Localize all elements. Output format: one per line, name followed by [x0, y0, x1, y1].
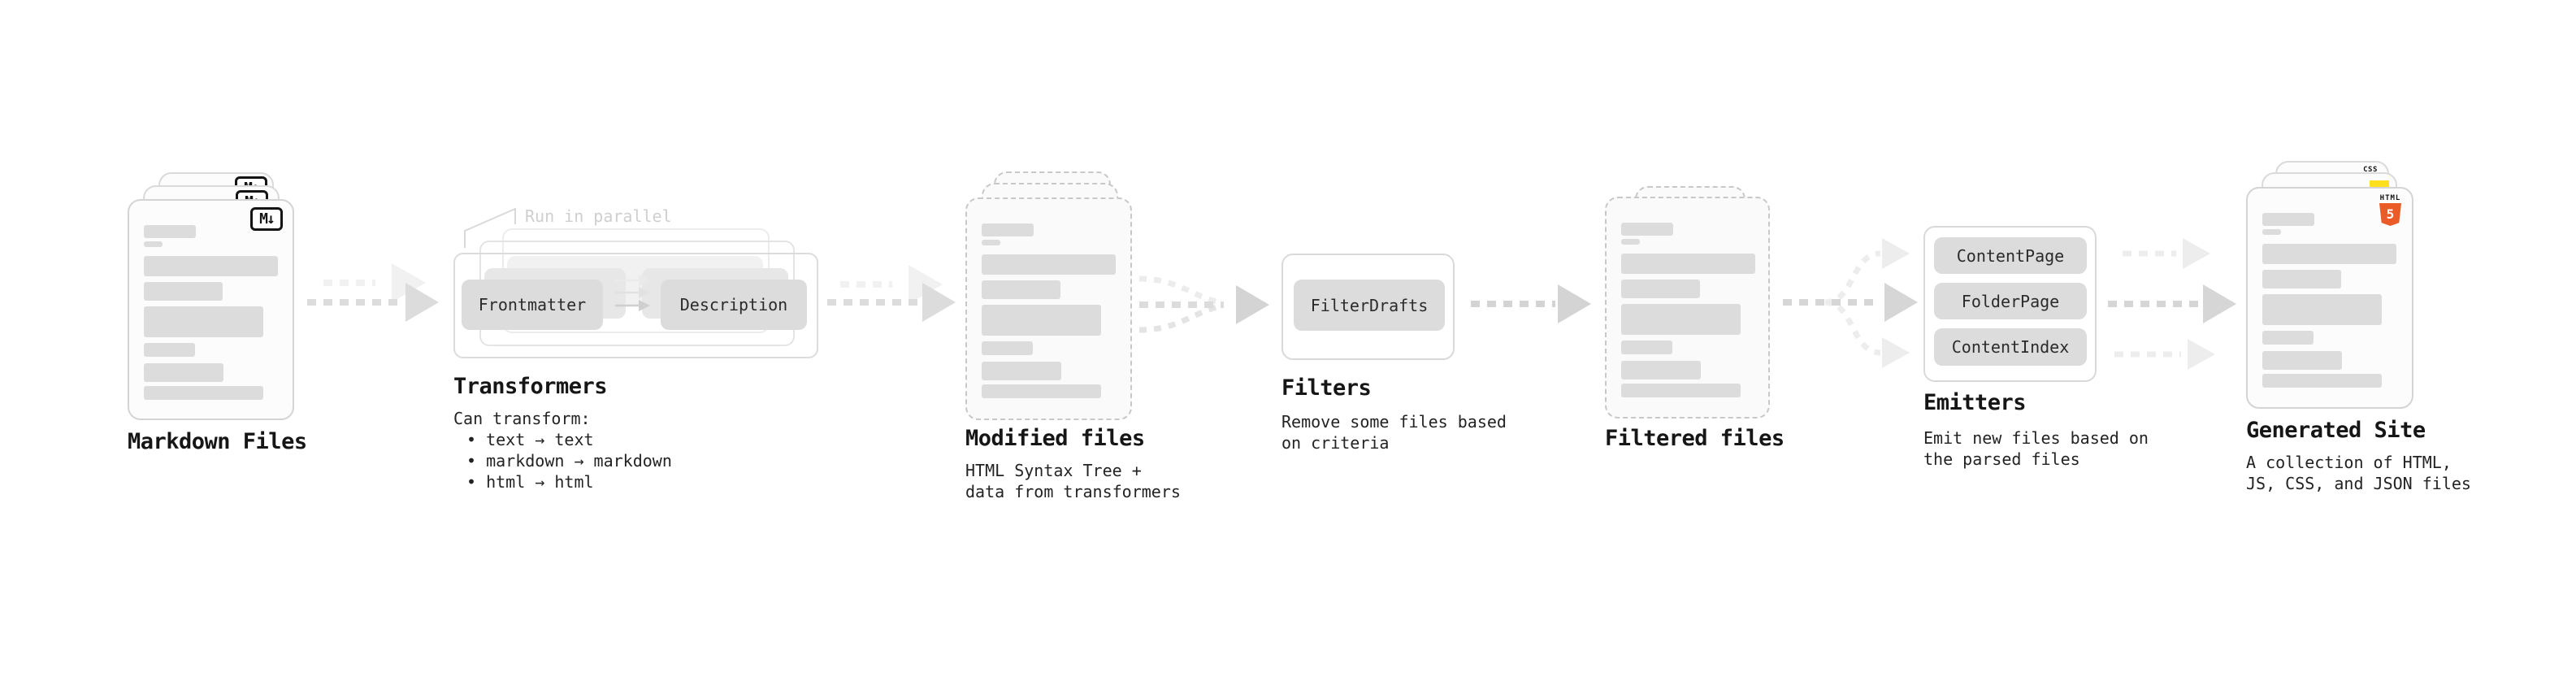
run-in-parallel-annotation: Run in parallel — [525, 206, 672, 226]
emitters-caption: Emit new files based on the parsed files — [1923, 427, 2149, 470]
placeholder-bar — [2262, 270, 2341, 288]
placeholder-bar — [982, 305, 1101, 336]
caption-line: the parsed files — [1923, 449, 2080, 469]
arrow-filters-to-filtered — [1471, 284, 1591, 323]
placeholder-bar — [144, 282, 223, 301]
placeholder-bar — [144, 225, 196, 238]
filterdrafts-box: FilterDrafts — [1294, 280, 1445, 331]
placeholder-bar — [982, 254, 1116, 275]
caption-line: JS, CSS, and JSON files — [2246, 474, 2471, 493]
caption-line: HTML Syntax Tree + — [965, 461, 1142, 480]
placeholder-bar — [982, 223, 1034, 236]
placeholder-bar — [982, 384, 1101, 398]
emitters-panel — [1923, 226, 2097, 382]
transformers-caption: Can transform: • text → text • markdown … — [453, 408, 672, 492]
caption-line: Remove some files based — [1281, 412, 1507, 432]
filtered-files-label: Filtered files — [1605, 426, 1785, 451]
placeholder-bar — [982, 362, 1061, 380]
filters-caption: Remove some files based on criteria — [1281, 411, 1507, 453]
placeholder-bar — [2262, 213, 2314, 226]
folderpage-label: FolderPage — [1961, 291, 2060, 311]
caption-line: • html → html — [466, 472, 594, 492]
placeholder-bar — [2262, 351, 2342, 370]
modified-files-caption: HTML Syntax Tree + data from transformer… — [965, 460, 1181, 502]
arrow-filtered-to-emitters — [1783, 238, 1918, 368]
contentpage-label: ContentPage — [1956, 245, 2065, 266]
contentindex-label: ContentIndex — [1951, 337, 2070, 357]
emitters-label: Emitters — [1923, 390, 2027, 415]
placeholder-bar — [2262, 374, 2382, 388]
arrow-transformers-to-modified — [827, 265, 956, 322]
markdown-icon-text: M↓ — [259, 210, 275, 228]
filters-label: Filters — [1281, 375, 1372, 401]
caption-line: • text → text — [466, 430, 594, 449]
placeholder-bar — [144, 241, 163, 247]
markdown-files-label: Markdown Files — [128, 429, 307, 454]
folderpage-box: FolderPage — [1934, 283, 2087, 319]
transformers-label: Transformers — [453, 374, 608, 399]
placeholder-bar — [144, 386, 263, 400]
filters-panel — [1281, 254, 1455, 360]
placeholder-bar — [144, 363, 223, 382]
caption-line: Emit new files based on — [1923, 428, 2149, 448]
placeholder-bar — [1621, 239, 1640, 245]
arrow-modified-to-filters — [1138, 275, 1269, 333]
caption-line: data from transformers — [965, 482, 1181, 501]
placeholder-bar — [2262, 244, 2396, 264]
html5-icon: HTML 5 — [2379, 194, 2401, 226]
placeholder-bar — [982, 280, 1060, 299]
placeholder-bar — [1621, 304, 1741, 335]
description-box: Description — [661, 280, 807, 330]
placeholder-bar — [2262, 229, 2281, 235]
modified-files-label: Modified files — [965, 426, 1145, 451]
description-label: Description — [679, 295, 788, 314]
placeholder-bar — [1621, 384, 1741, 397]
placeholder-bar — [2262, 331, 2314, 345]
placeholder-bar — [982, 240, 1000, 245]
placeholder-bar — [1621, 340, 1672, 354]
html5-icon-number: 5 — [2386, 206, 2395, 222]
generated-site-label: Generated Site — [2246, 418, 2426, 443]
placeholder-bar — [982, 341, 1033, 355]
filtered-file-card-front — [1605, 197, 1770, 419]
markdown-icon: M↓ — [250, 207, 283, 231]
placeholder-bar — [1621, 361, 1701, 380]
filterdrafts-label: FilterDrafts — [1310, 295, 1429, 315]
contentpage-box: ContentPage — [1934, 237, 2087, 274]
arrow-emitters-to-generated — [2108, 238, 2236, 370]
contentindex-box: ContentIndex — [1934, 328, 2087, 366]
html5-icon-shield: 5 — [2379, 203, 2401, 226]
placeholder-bar — [144, 256, 278, 276]
generated-site-caption: A collection of HTML, JS, CSS, and JSON … — [2246, 452, 2471, 494]
placeholder-bar — [1621, 223, 1673, 236]
html5-icon-text: HTML — [2379, 194, 2401, 202]
caption-line: Can transform: — [453, 409, 591, 428]
placeholder-bar — [144, 306, 263, 337]
frontmatter-box: Frontmatter — [462, 280, 603, 330]
placeholder-bar — [144, 343, 195, 357]
frontmatter-label: Frontmatter — [478, 295, 587, 314]
transformer-panel-front — [453, 253, 818, 358]
css-icon-text: CSS — [2363, 166, 2378, 174]
caption-line: • markdown → markdown — [466, 451, 672, 471]
placeholder-bar — [2262, 294, 2382, 325]
placeholder-bar — [1621, 280, 1700, 298]
generated-site-card-front: HTML 5 — [2246, 187, 2413, 409]
arrow-markdown-to-transformers — [307, 263, 439, 322]
caption-line: A collection of HTML, — [2246, 453, 2452, 472]
placeholder-bar — [1621, 254, 1755, 274]
modified-file-card-front — [965, 197, 1132, 420]
caption-line: on criteria — [1281, 433, 1390, 453]
markdown-file-card-front: M↓ — [128, 199, 294, 420]
